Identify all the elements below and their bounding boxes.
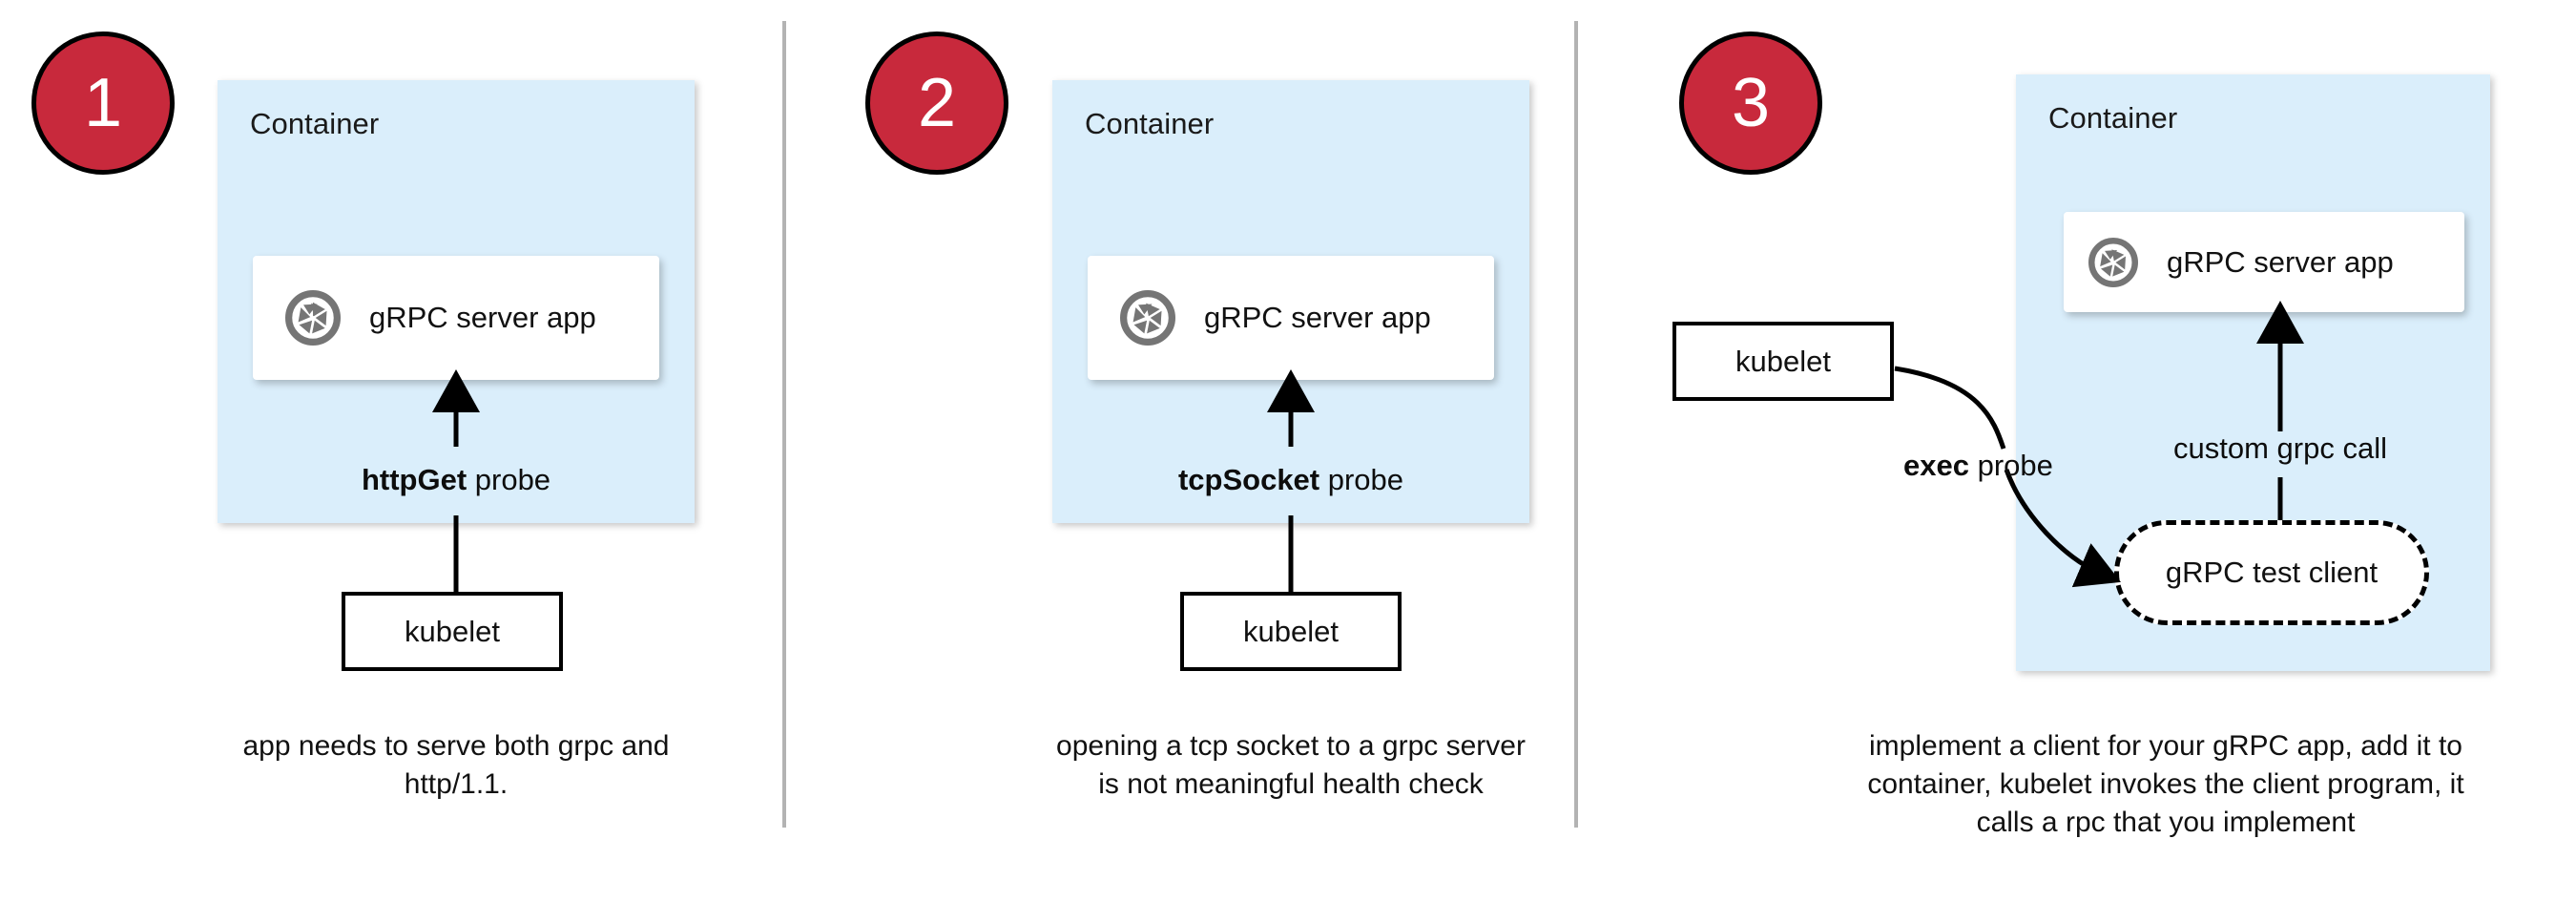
- probe-label-3: exec probe: [1903, 449, 2053, 483]
- probe-label-2-suffix: probe: [1319, 463, 1404, 496]
- panel-divider-2: [1574, 21, 1578, 828]
- probe-label-2-kind: tcpSocket: [1177, 463, 1320, 496]
- custom-grpc-call-label: custom grpc call: [2173, 431, 2387, 465]
- app-card-label-3: gRPC server app: [2167, 244, 2394, 279]
- probe-label-2: tcpSocket probe: [1178, 463, 1403, 497]
- grpc-aperture-icon: [1120, 290, 1175, 346]
- caption-1: app needs to serve both grpc and http/1.…: [242, 730, 670, 800]
- kubelet-box-2: kubelet: [1180, 592, 1402, 671]
- probe-label-1-kind: httpGet: [361, 463, 467, 496]
- step-badge-2: 2: [865, 31, 1008, 175]
- container-label-2: Container: [1085, 107, 1215, 140]
- probe-label-3-suffix: probe: [1968, 449, 2053, 482]
- kubelet-box-1: kubelet: [342, 592, 563, 671]
- container-label-3: Container: [2048, 101, 2178, 135]
- container-label-1: Container: [250, 107, 380, 140]
- step-badge-1: 1: [31, 31, 175, 175]
- caption-3: implement a client for your gRPC app, ad…: [1867, 730, 2464, 838]
- probe-label-1-suffix: probe: [467, 463, 551, 496]
- grpc-test-client-box: gRPC test client: [2114, 520, 2429, 625]
- caption-2: opening a tcp socket to a grpc server is…: [1056, 730, 1526, 800]
- app-card-3: gRPC server app: [2064, 212, 2464, 312]
- app-card-label-2: gRPC server app: [1204, 301, 1431, 334]
- kubelet-box-3: kubelet: [1672, 322, 1894, 401]
- app-card-2: gRPC server app: [1088, 256, 1494, 380]
- app-card-label-1: gRPC server app: [369, 301, 596, 334]
- grpc-aperture-icon: [2088, 237, 2138, 287]
- probe-label-1: httpGet probe: [362, 463, 551, 497]
- grpc-aperture-icon: [285, 290, 341, 346]
- probe-label-3-kind: exec: [1903, 449, 1969, 482]
- step-badge-3: 3: [1679, 31, 1822, 175]
- panel-divider-1: [782, 21, 786, 828]
- app-card-1: gRPC server app: [253, 256, 659, 380]
